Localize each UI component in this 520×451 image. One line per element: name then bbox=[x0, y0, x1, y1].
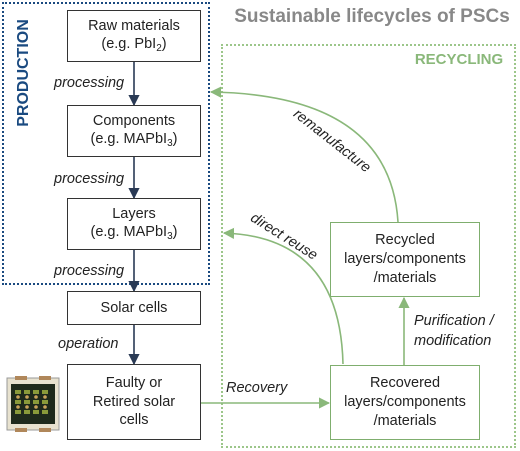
components-title: Components bbox=[92, 112, 176, 129]
raw-materials-title: Raw materials bbox=[88, 17, 180, 34]
faulty-line2: Retired solar bbox=[92, 393, 176, 410]
recycled-line3: /materials bbox=[373, 269, 437, 286]
solar-cell-module-icon bbox=[6, 376, 60, 432]
layers-example: (e.g. MAPbI3) bbox=[90, 224, 178, 243]
diagram-title: Sustainable lifecycles of PSCs bbox=[234, 6, 510, 27]
solar-cells-box: Solar cells bbox=[67, 291, 201, 325]
label-operation: operation bbox=[58, 336, 119, 352]
solar-cells-title: Solar cells bbox=[100, 299, 168, 316]
layers-title: Layers bbox=[112, 205, 156, 222]
components-example: (e.g. MAPbI3) bbox=[90, 131, 178, 150]
layers-box: Layers (e.g. MAPbI3) bbox=[67, 198, 201, 250]
recycling-region bbox=[221, 44, 516, 448]
faulty-line1: Faulty or bbox=[105, 374, 163, 391]
recovered-line2: layers/components bbox=[344, 394, 466, 411]
recycled-line1: Recycled bbox=[375, 232, 435, 249]
recovered-line1: Recovered bbox=[369, 375, 441, 392]
faulty-line3: cells bbox=[119, 412, 149, 429]
label-recovery: Recovery bbox=[226, 380, 288, 396]
label-processing-1: processing bbox=[54, 75, 125, 91]
recovered-line3: /materials bbox=[373, 412, 437, 429]
label-processing-3: processing bbox=[54, 263, 125, 279]
raw-materials-box: Raw materials (e.g. PbI2) bbox=[67, 10, 201, 62]
arrow-remanufacture bbox=[209, 86, 399, 223]
faulty-cells-box: Faulty or Retired solar cells bbox=[67, 364, 201, 440]
arrow-direct-reuse bbox=[222, 227, 344, 365]
recycled-box: Recycled layers/components /materials bbox=[330, 222, 480, 297]
recycled-line2: layers/components bbox=[344, 251, 466, 268]
production-region bbox=[2, 2, 210, 285]
recycling-label: RECYCLING bbox=[414, 51, 504, 68]
label-modification: modification bbox=[414, 333, 492, 349]
recovered-box: Recovered layers/components /materials bbox=[330, 365, 480, 440]
label-processing-2: processing bbox=[54, 171, 125, 187]
raw-materials-example: (e.g. PbI2) bbox=[101, 36, 167, 55]
components-box: Components (e.g. MAPbI3) bbox=[67, 105, 201, 157]
label-purification: Purification / bbox=[414, 313, 494, 329]
